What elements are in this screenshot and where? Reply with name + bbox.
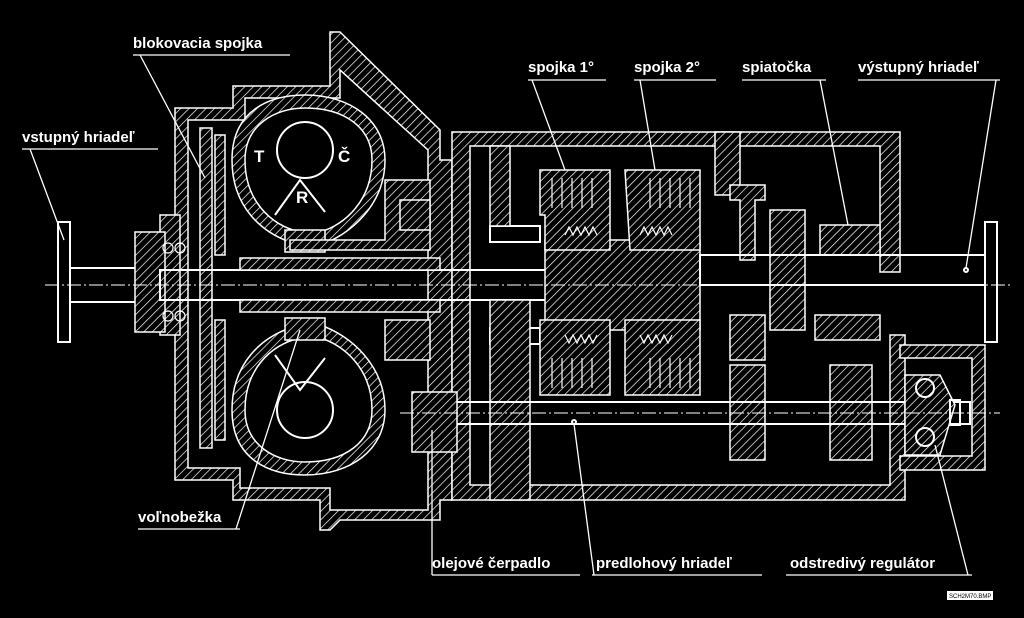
svg-text:blokovacia spojka: blokovacia spojka — [133, 35, 263, 52]
label-countershaft: predlohový hriadeľ — [573, 423, 762, 576]
countershaft-body — [411, 391, 971, 453]
svg-text:spojka 2°: spojka 2° — [634, 59, 700, 76]
label-oil-pump: olejové čerpadlo — [431, 430, 580, 576]
clutch-1-pack — [539, 169, 611, 396]
turbine-letter: T — [254, 147, 265, 166]
svg-text:spojka 1°: spojka 1° — [528, 59, 594, 76]
stator-letter: Č — [338, 147, 350, 166]
label-governor: odstredivý regulátor — [786, 444, 972, 576]
label-output-shaft: výstupný hriadeľ — [858, 59, 1000, 269]
clutch-2-pack — [624, 169, 701, 396]
converter-hub — [289, 179, 431, 361]
label-clutch-2: spojka 2° — [634, 59, 716, 171]
reverse-gears — [729, 184, 881, 461]
svg-text:predlohový hriadeľ: predlohový hriadeľ — [596, 555, 732, 572]
torque-converter-lower — [231, 317, 386, 476]
impeller-letter: R — [296, 188, 308, 207]
svg-text:olejové čerpadlo: olejové čerpadlo — [432, 555, 550, 572]
governor-body — [904, 374, 961, 456]
svg-text:SCH2M70.BMP: SCH2M70.BMP — [949, 594, 991, 600]
svg-text:spiatočka: spiatočka — [742, 59, 812, 76]
label-blocking-clutch: blokovacia spojka — [133, 35, 290, 179]
label-reverse: spiatočka — [742, 59, 849, 226]
svg-text:odstredivý regulátor: odstredivý regulátor — [790, 555, 935, 572]
label-freewheel: voľnobežka — [138, 329, 301, 530]
svg-text:voľnobežka: voľnobežka — [138, 509, 222, 526]
label-clutch-1: spojka 1° — [528, 59, 606, 171]
svg-text:vstupný hriadeľ: vstupný hriadeľ — [22, 129, 135, 146]
file-tag: SCH2M70.BMP — [947, 591, 993, 600]
label-input-shaft: vstupný hriadeľ — [22, 129, 158, 241]
svg-text:výstupný hriadeľ: výstupný hriadeľ — [858, 59, 979, 76]
torque-converter-upper — [231, 94, 386, 253]
